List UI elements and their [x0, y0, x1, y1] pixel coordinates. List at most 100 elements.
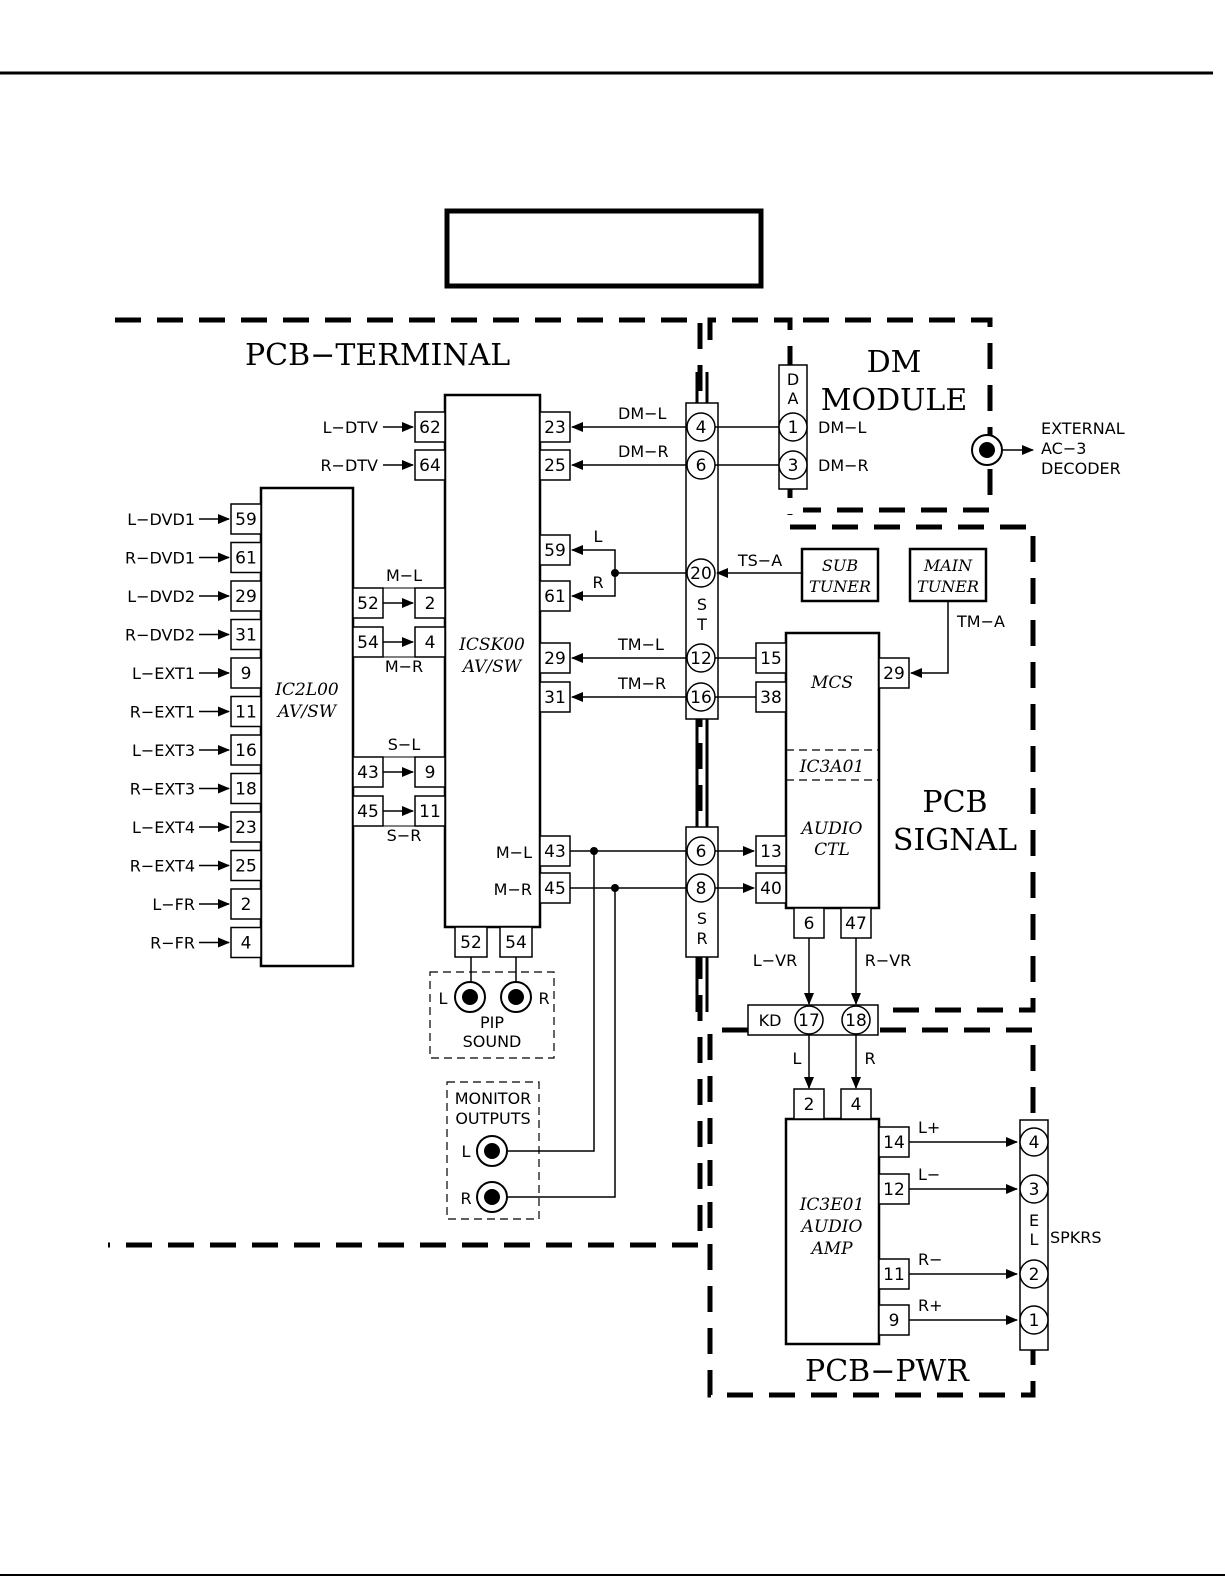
wire-mr-to-monitor-r [507, 888, 616, 1198]
main-tuner-label-1: MAIN [923, 556, 973, 575]
pip-wiring [454, 957, 532, 1013]
label-tm-r: TM−R [617, 674, 666, 693]
icsk00-right-pin-23-label: 23 [544, 418, 566, 438]
label-amp-sig-2: R− [918, 1250, 943, 1269]
zone-signal-label-1: PCB [922, 785, 987, 820]
title-box [444, 208, 764, 289]
ic2l00-out-pin-52-box [352, 587, 384, 619]
da-dm-r-label: DM−R [818, 456, 869, 475]
ic2l00-out-pin-54-label: 54 [357, 633, 379, 653]
monitor-label-1: MONITOR [455, 1089, 532, 1108]
kd-pin-17-label: 17 [798, 1011, 820, 1031]
ic2l00-pin-18-box [230, 772, 262, 805]
ic2l00-pin-2-box [230, 888, 262, 920]
icsk00-label-1: ICSK00 [458, 635, 525, 655]
mcs-pin-38-label: 38 [760, 688, 782, 708]
ic3a01-block [784, 631, 881, 910]
external-label-3: DECODER [1041, 459, 1121, 478]
el-pin-4-circle [1019, 1127, 1049, 1157]
icsk00-in-pin-4-label: 4 [425, 633, 436, 653]
monitor-wiring [476, 851, 616, 1213]
link-label-3: S−R [387, 826, 422, 845]
ic2l00-pin-16-box [230, 734, 262, 766]
amp-right-pin-14-label: 14 [883, 1133, 905, 1153]
ic2l00-pin-59-box [230, 503, 262, 535]
da-letter-d: D [787, 370, 799, 389]
sr-letter-r: R [696, 929, 707, 948]
wire-ts-a-r [571, 573, 616, 601]
ic2l00-out-pin-45-label: 45 [357, 802, 379, 822]
icsk00-bottom-pin-52-label: 52 [460, 933, 482, 953]
da-pin-1-label: 1 [788, 418, 799, 438]
audio-ctl-pin-6-label: 6 [804, 914, 815, 934]
el-pin-4-label: 4 [1029, 1133, 1040, 1153]
ic2l00-input-label-11: R−FR [150, 934, 195, 953]
zone-power-outline [707, 1027, 1036, 1398]
label-amp-sig-1: L− [918, 1165, 940, 1184]
ic2l00-input-label-7: R−EXT3 [130, 780, 195, 799]
icsk00-label-2: AV/SW [461, 657, 523, 677]
dtv-input-label-0: L−DTV [323, 418, 378, 437]
link-label-1: M−R [385, 657, 423, 676]
monitor-r-label: R [460, 1189, 471, 1208]
audio-ctl-pin-47-box [840, 907, 872, 939]
ic2l00-input-label-9: R−EXT4 [130, 857, 195, 876]
monitor-jack-l-core [484, 1143, 500, 1159]
amp-pin-4-box [840, 1088, 872, 1120]
ic2l00-input-label-3: R−DVD2 [125, 626, 195, 645]
zone-dm-outline [707, 317, 793, 515]
ic2l00-pin-4-label: 4 [241, 934, 252, 954]
wire-ml-to-monitor-l [507, 851, 595, 1152]
ic2l00-input-label-10: L−FR [152, 895, 195, 914]
st-letter-t: T [696, 615, 707, 634]
pip-jack-r-core [508, 989, 524, 1005]
monitor-l-label: L [462, 1142, 471, 1161]
sr-pin-8-label: 8 [696, 879, 707, 899]
amp-pin-4-label: 4 [851, 1095, 862, 1115]
sr-letter-s: S [697, 909, 707, 928]
pip-r-label: R [538, 989, 549, 1008]
pip-sound-frame [429, 971, 555, 1059]
amp-right-pin-9-label: 9 [889, 1311, 900, 1331]
monitor-jack-r-core [484, 1189, 500, 1205]
audio-ctl-pin-47-label: 47 [845, 914, 867, 934]
ic2l00-pin-4-box [230, 926, 262, 959]
external-jack-core [979, 442, 995, 458]
icsk00-in-pin-11-label: 11 [419, 802, 441, 822]
ic2l00-label-1: IC2L00 [274, 680, 339, 700]
label-l-59: L [594, 527, 603, 546]
icsk00-bottom-pin-54-label: 54 [505, 933, 527, 953]
ic2l00-pin-25-label: 25 [235, 857, 257, 877]
mcs-label: MCS [810, 673, 853, 693]
zone-dm-label-1: DM [867, 345, 922, 380]
da-letter-a: A [788, 389, 799, 408]
st-pin-4-label: 4 [696, 418, 707, 438]
icsk00-pin-64-label: 64 [419, 456, 441, 476]
kd-label: KD [759, 1011, 782, 1030]
dtv-input-label-1: R−DTV [320, 456, 378, 475]
label-ts-a: TS−A [737, 551, 782, 570]
el-pin-1-label: 1 [1029, 1311, 1040, 1331]
ic2l00-pin-25-box [230, 849, 262, 882]
sub-tuner-label-1: SUB [822, 556, 858, 575]
icsk00-right-pin-45-box [539, 872, 571, 904]
icsk00-right-pin-61-box [539, 580, 571, 612]
icsk00-right-pin-61-label: 61 [544, 587, 566, 607]
label-tm-a: TM−A [956, 612, 1005, 631]
label-r-vr: R−VR [865, 951, 912, 970]
icsk00-right-pin-29-label: 29 [544, 649, 566, 669]
monitor-label-2: OUTPUTS [455, 1109, 530, 1128]
icsk00-right-pin-31-box [539, 681, 571, 713]
mcs-pin-38-box [755, 681, 787, 713]
amp-pin-2-box [793, 1088, 825, 1120]
ic3e01-label-1: IC3E01 [799, 1195, 865, 1215]
da-dm-l-label: DM−L [818, 418, 867, 437]
ic2l00-out-pin-52-label: 52 [357, 594, 379, 614]
ic3e01-block [784, 1117, 881, 1346]
external-label-2: AC−3 [1041, 439, 1086, 458]
pip-label-1: PIP [480, 1013, 504, 1032]
speakers-label: SPKRS [1050, 1228, 1102, 1247]
